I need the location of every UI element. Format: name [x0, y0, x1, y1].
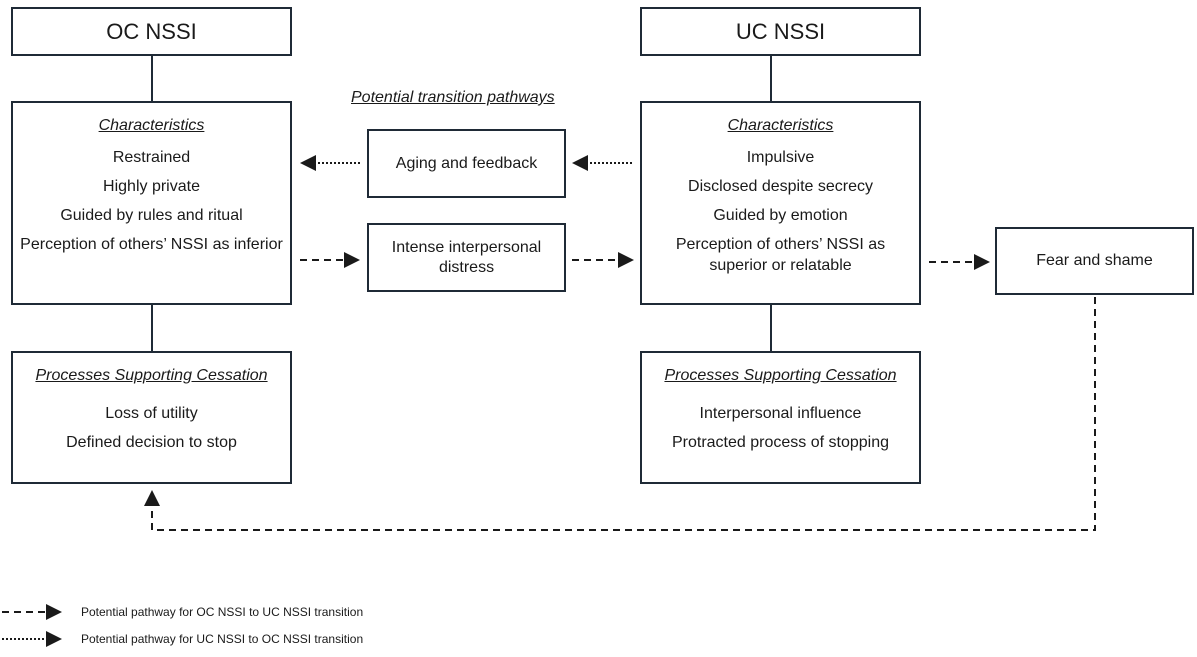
oc-characteristic-item: Highly private	[103, 178, 200, 195]
uc-characteristic-item: Impulsive	[746, 149, 815, 166]
aging-feedback-box: Aging and feedback	[367, 129, 566, 198]
oc-cessation-item: Defined decision to stop	[66, 434, 237, 451]
uc-characteristics-heading: Characteristics	[727, 117, 834, 134]
uc-title-box: UC NSSI	[640, 7, 921, 56]
dashed-return-path	[144, 297, 1096, 531]
oc-characteristic-item: Restrained	[112, 149, 191, 166]
uc-cessation-item: Interpersonal influence	[699, 405, 862, 422]
uc-characteristic-item: Guided by emotion	[713, 207, 848, 224]
aging-feedback-label: Aging and feedback	[395, 154, 538, 172]
oc-cessation-item: Loss of utility	[105, 405, 198, 422]
uc-characteristic-item: Disclosed despite secrecy	[688, 178, 873, 195]
uc-characteristic-item: Perception of others’ NSSI as superior o…	[675, 236, 886, 274]
uc-characteristics-box: Characteristics Impulsive Disclosed desp…	[640, 101, 921, 305]
uc-cessation-box: Processes Supporting Cessation Interpers…	[640, 351, 921, 484]
legend-dotted-label: Potential pathway for UC NSSI to OC NSSI…	[81, 632, 364, 646]
oc-characteristic-item: Guided by rules and ritual	[60, 207, 243, 224]
oc-characteristic-item: Perception of others’ NSSI as inferior	[20, 236, 283, 253]
oc-characteristics-box: Characteristics Restrained Highly privat…	[11, 101, 292, 305]
uc-title: UC NSSI	[735, 18, 826, 44]
oc-cessation-box: Processes Supporting Cessation Loss of u…	[11, 351, 292, 484]
fear-shame-box: Fear and shame	[995, 227, 1194, 295]
interpersonal-distress-box: Intense interpersonal distress	[367, 223, 566, 292]
oc-title-box: OC NSSI	[11, 7, 292, 56]
interpersonal-distress-label: Intense interpersonal distress	[391, 238, 542, 276]
uc-cessation-item: Protracted process of stopping	[671, 434, 889, 451]
transition-heading: Potential transition pathways	[351, 89, 555, 106]
oc-characteristics-heading: Characteristics	[98, 117, 205, 134]
uc-cessation-heading: Processes Supporting Cessation	[664, 367, 897, 384]
fear-shame-label: Fear and shame	[1036, 252, 1153, 269]
oc-title: OC NSSI	[106, 18, 197, 44]
oc-cessation-heading: Processes Supporting Cessation	[35, 367, 268, 384]
legend-dashed-label: Potential pathway for OC NSSI to UC NSSI…	[81, 605, 364, 619]
